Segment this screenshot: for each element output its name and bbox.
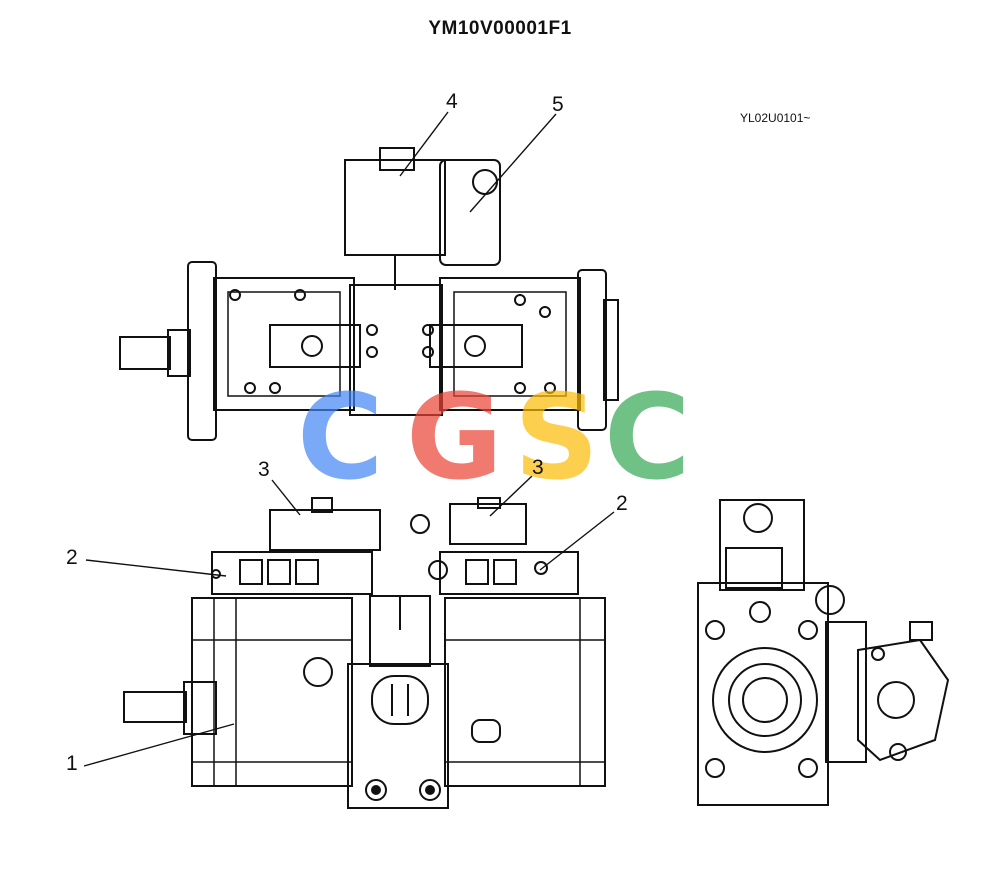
- callout-3-right: 3: [532, 456, 544, 479]
- watermark-letter-c1: C: [297, 368, 384, 506]
- callout-3-left: 3: [258, 458, 270, 481]
- watermark-letter-g: G: [406, 368, 503, 506]
- front-view: [123, 497, 606, 809]
- leader-lines: [83, 111, 615, 767]
- drawing-code: YL02U0101~: [740, 111, 811, 125]
- watermark-letter-c2: C: [604, 368, 691, 506]
- watermark-letter-s: S: [514, 368, 599, 506]
- callout-5: 5: [552, 93, 564, 116]
- watermark: C G S C: [297, 368, 691, 506]
- callout-4: 4: [446, 90, 458, 113]
- top-view: [119, 147, 619, 441]
- side-view: [697, 499, 950, 806]
- callout-1: 1: [66, 752, 78, 775]
- drawing-title: YM10V00001F1: [428, 18, 572, 39]
- callout-2-left: 2: [66, 546, 78, 569]
- callout-2-right: 2: [616, 492, 628, 515]
